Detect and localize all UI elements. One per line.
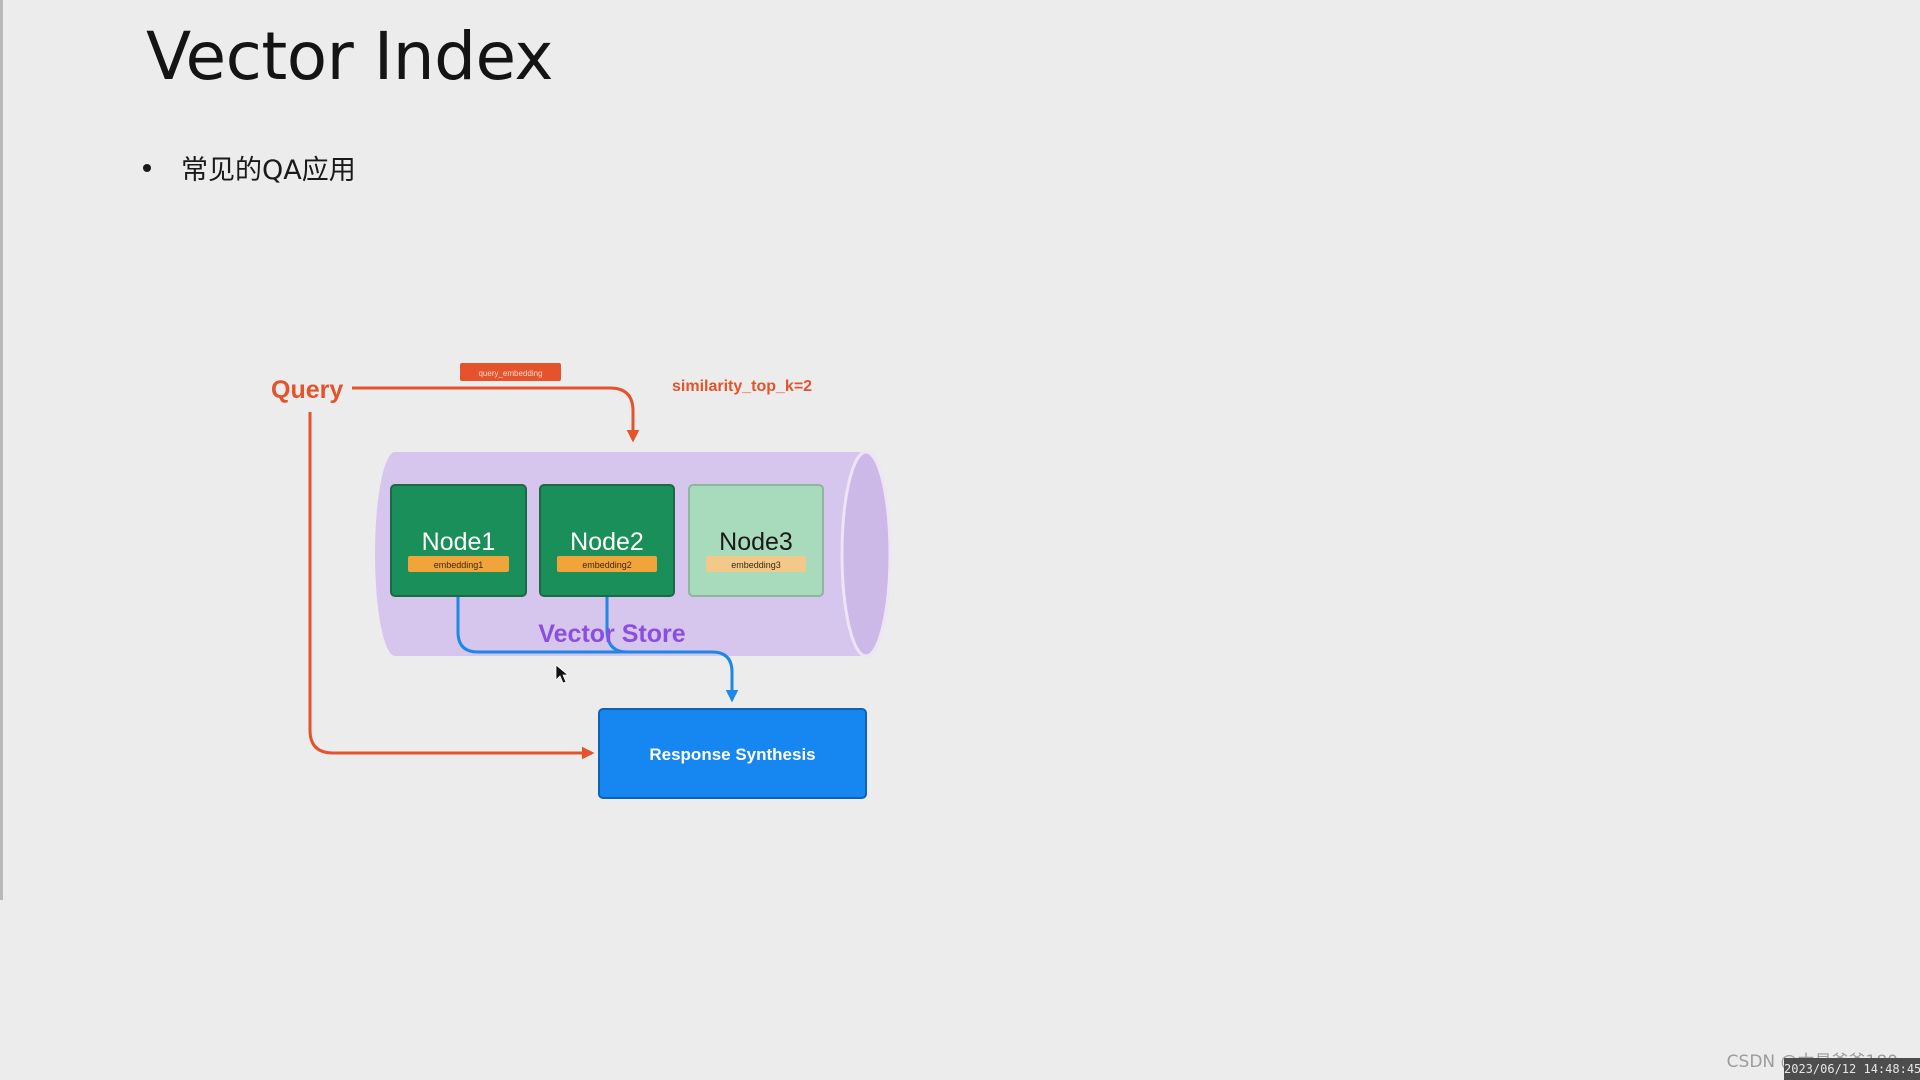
query-embedding-tag-bg xyxy=(460,363,561,381)
node-card-2: Node2 embedding2 xyxy=(539,484,675,597)
bullet-item: 常见的QA应用 xyxy=(143,148,356,187)
query-to-response-arrow xyxy=(308,412,595,760)
similarity-top-k-label: similarity_top_k=2 xyxy=(672,378,812,395)
node-card-3-embedding-bg xyxy=(706,556,806,572)
node1-to-response-arrow xyxy=(456,596,739,703)
node-card-2-embedding: embedding2 xyxy=(582,560,632,570)
node-card-3-title: Node3 xyxy=(719,528,793,556)
node-card-1-embedding-bg xyxy=(408,556,509,572)
query-embedding-tag: query_embedding xyxy=(460,363,561,381)
query-to-store-arrow xyxy=(352,386,640,443)
query-embedding-tag-label: query_embedding xyxy=(478,369,542,378)
mouse-cursor-icon xyxy=(555,664,570,684)
node-card-3: Node3 embedding3 xyxy=(688,484,824,597)
bullet-dot xyxy=(143,163,151,172)
bullet-text: 常见的QA应用 xyxy=(181,155,356,186)
timestamp-badge: 2023/06/12 14:48:45 xyxy=(1784,1058,1920,1080)
node-card-3-embedding: embedding3 xyxy=(731,560,781,570)
response-synthesis-label: Response Synthesis xyxy=(649,745,815,764)
vector-store-cap xyxy=(840,450,892,658)
node-card-1: Node1 embedding1 xyxy=(390,484,527,597)
slide-title: Vector Index xyxy=(146,18,553,95)
node2-to-response-arrow xyxy=(605,596,628,654)
response-synthesis-box: Response Synthesis xyxy=(598,708,867,799)
vector-store-label: Vector Store xyxy=(538,620,685,648)
node-card-1-title: Node1 xyxy=(422,528,496,556)
node-card-2-title: Node2 xyxy=(570,528,644,556)
query-label: Query xyxy=(271,376,343,404)
slide-left-border xyxy=(0,0,3,900)
node-card-2-embedding-bg xyxy=(557,556,657,572)
node-card-1-embedding: embedding1 xyxy=(434,560,484,570)
response-synthesis-bg xyxy=(598,708,867,799)
